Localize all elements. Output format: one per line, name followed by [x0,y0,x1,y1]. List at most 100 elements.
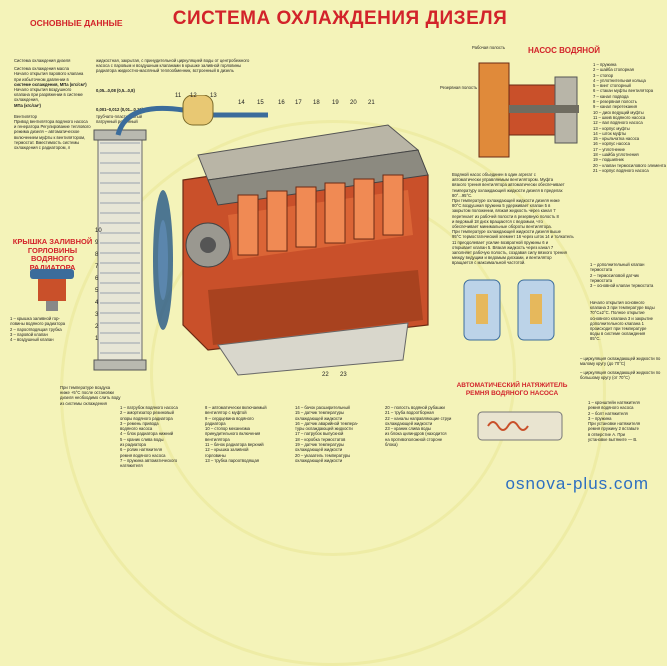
legend-item: 8 – автоматически включаемый [205,405,267,410]
thermostat-illustration [463,279,555,341]
legend-item: ремня водяного насоса [120,452,166,458]
callout-11: 11 [175,93,182,99]
pump-legend-item: 21 – корпус водяного насоса [593,167,649,173]
tensioner-legend-item: в отверстие А. При [588,431,626,437]
tensioner-illustration [477,411,563,441]
legend-item: 23 – краник слива воды [385,426,431,432]
callout-22: 22 [322,372,329,378]
thermostat-legend-item: 1 – дополнительный клапан термостата [590,262,645,273]
pump-legend-item: 1 – пружина [593,62,617,67]
cylinder [295,186,317,248]
legend-item: принудительного включения [205,431,261,437]
legend-col-2: 8 – автоматически включаемый вентилятор … [205,405,287,463]
work-cavity-label: Рабочая полость [472,45,506,50]
pump-legend-item: 3 – стопор [593,72,614,78]
fan-desc-line: 95°С термостатический элемент 16 через ш… [452,234,574,240]
legend-item: из блока цилиндров (находится [385,431,447,437]
legend-col-3: 14 – бачок расширительный 15 – датчик те… [295,405,383,463]
cap-legend-item: ловины водяного радиатора [10,321,66,327]
page-title: СИСТЕМА ОХЛАЖДЕНИЯ ДИЗЕЛЯ [172,8,508,29]
fan-desc-line: Водяной насос объединен в один агрегат с [452,172,536,177]
cap-legend-item: 3 – паровой клапан [10,331,48,337]
legend-item: на противоположной стороне [385,436,443,442]
legend-item: охлаждающей жидкости [295,457,343,463]
circulation-note: – циркуляция охлаждающей жидкости по мал… [580,356,661,367]
legend-item: вентилятора [205,436,230,442]
fan-desc-line: открывает клапан 5. Вязкая жидкость чере… [452,244,554,250]
value-air-valve: 0,001–0,012 (0,01...0,12) [96,106,144,112]
fan-desc-line: между ведущим и ведомым дисками, и венти… [452,255,552,261]
legend-item: из радиатора [120,442,146,448]
description-line: жидкостная, закрытая, с принудительной ц… [96,58,250,63]
legend-item: 17 – патрубок выпускной [295,431,344,437]
legend-item: горловины [205,452,226,458]
fan-desc-line: 80°С воздушная пружина 5 удерживает клап… [452,203,551,209]
legend-item: 16 – датчик аварийной темпера- [295,420,359,426]
radiator [93,129,147,371]
pump-legend-item: 12 – вал водяного насоса [593,120,643,126]
system-description: жидкостная, закрытая, с принудительной ц… [96,58,296,124]
legend-item: 6 – ролик натяжителя [120,447,162,453]
thermostat-text-line: Начало открытия основного [590,300,645,305]
callout-10: 10 [95,228,102,234]
fan-desc-line: перетекает из рабочей полости в резервну… [452,213,559,219]
main-data-line: системе охлаждения, МПа (кгс/см²) [14,81,87,87]
legend-item: 19 – датчик температуры [295,442,345,448]
cylinder [237,194,259,256]
thermostat-text-line: клапана 3 при температуре воды [590,305,655,311]
main-data-line: Начало открытия воздушного [14,87,72,93]
thermostat-legend: 1 – дополнительный клапан термостата 2 –… [590,262,660,288]
legend-item: вентилятор с муфтой [205,410,247,416]
legend-item: 2 – амортизатор резиновый [120,410,174,416]
description-line: насоса с паровым и воздушным клапанами в… [96,63,242,69]
fan-desc-line: 80°...95°С. [452,192,473,198]
pump-legend-item: 11 – шкив водяного насоса [593,114,646,120]
fan-desc-line: и ведомый 18 диск вращаются с ведомым, ч… [452,218,543,224]
note-line: из системы охлаждения [60,400,107,406]
callout-23: 23 [340,372,347,378]
tensioner-legend-item: установке вытяните — В. [588,437,638,443]
callout-19: 19 [332,100,339,106]
circulation-note: – циркуляция охлаждающей жидкости по бол… [580,369,661,380]
cylinder [382,174,404,236]
main-data-line: Начало открытия парового клапана [14,71,84,77]
legend-item: 20 – полость водяной рубашки [385,405,445,410]
cylinder [353,178,375,240]
callout-7: 7 [95,264,99,270]
legend-item: 21 – труба водоотборная [385,410,434,416]
pump-legend-item: 9 – канал перетекания [593,104,637,110]
legend-item: 5 – краник слива воды [120,436,164,442]
legend-item: 10 – стопор механизма [205,426,250,432]
reserve-cavity-label: Резервная полость [440,85,478,90]
legend-item: 11 – бачок радиатора верхний [205,442,264,448]
legend-col-1: 1 – патрубок водяного насоса 2 – амортиз… [120,405,198,469]
fan-desc-line: заполняет рабочую полость, создавая силу… [452,250,567,256]
tensioner-legend-item: При установке натяжителя [588,421,641,427]
callout-3: 3 [95,312,99,318]
fan-line: и генератора Регулирование теплового [14,124,91,130]
callout-8: 8 [95,252,99,258]
fan-line: включением муфты к вентилятором, [14,134,86,140]
legend-item: 14 – бачок расширительный [295,405,350,410]
pump-legend-item: 7 – канал подвода [593,93,629,99]
thermostat-text: Начало открытия основного клапана 3 при … [590,300,662,342]
main-data-line: Система охлаждения масла [14,66,69,72]
fan-desc-line: При температуре охлаждающей жидкости диз… [452,229,561,235]
callout-18: 18 [313,100,320,106]
pump-legend-item: 16 – корпус насоса [593,141,630,147]
main-data-block: Система охлаждения дизеля Система охлажд… [14,58,94,150]
engine-illustration [93,95,429,376]
thermostat-text-line: воды в системе охлаждения [590,331,646,337]
circulation-notes: – циркуляция охлаждающей жидкости по мал… [580,356,664,380]
tensioner-legend: 1 – кронштейн натяжителя ремня водяного … [588,400,664,442]
pump-pulley [185,222,231,268]
fan-desc-line: обеспечивает минимальные обороты вентиля… [452,224,552,230]
thermostat-legend-item: 2 – термосиловой датчик термостата [590,272,639,283]
callout-6: 6 [95,276,99,282]
fan-desc-line: температуру охлаждающей жидкости дизеля … [452,187,563,193]
pump-legend-item: 13 – корпус муфты [593,125,630,131]
cylinder [266,190,288,252]
callout-5: 5 [95,288,99,294]
thermostat-text-line: 85°С. [590,336,601,342]
legend-item: охлаждающей жидкости [295,447,343,453]
